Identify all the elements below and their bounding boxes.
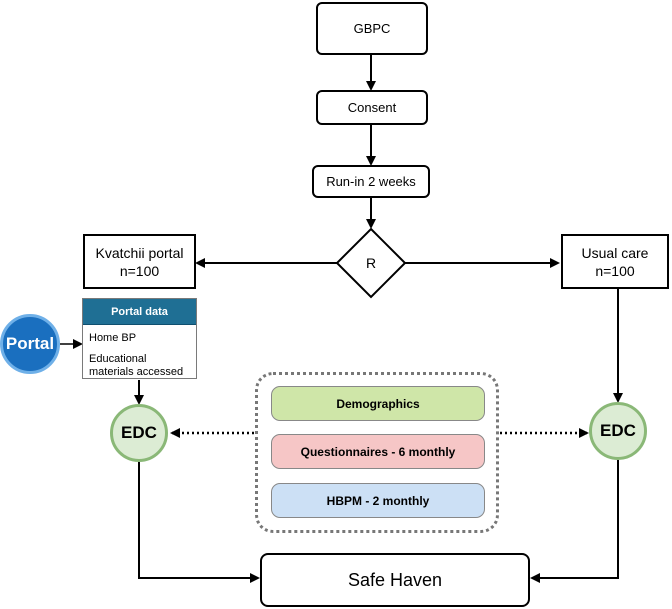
safe-haven-label: Safe Haven bbox=[347, 569, 443, 590]
consent-label: Consent bbox=[347, 100, 397, 115]
kvatchii-portal-box: Kvatchii portal n=100 bbox=[83, 234, 196, 289]
decision-diamond bbox=[335, 227, 407, 299]
portal-label: Portal bbox=[5, 334, 55, 353]
arrow-edc-left-safehaven bbox=[138, 462, 260, 583]
portal-data-panel: Portal data Home BP Educational material… bbox=[82, 298, 197, 379]
gbpc-label: GBPC bbox=[353, 21, 391, 36]
hbpm-label: HBPM - 2 monthly bbox=[326, 493, 430, 508]
edc-left: EDC bbox=[110, 404, 168, 462]
portal-circle: Portal bbox=[0, 314, 60, 374]
demographics-label: Demographics bbox=[336, 396, 420, 411]
randomisation-node: R bbox=[337, 229, 405, 297]
hbpm-pill: HBPM - 2 monthly bbox=[271, 483, 485, 518]
usual-care-n: n=100 bbox=[595, 262, 635, 279]
edc-right-label: EDC bbox=[600, 421, 636, 440]
questionnaires-label: Questionnaires - 6 monthly bbox=[300, 444, 456, 459]
run-in-label: Run-in 2 weeks bbox=[326, 174, 416, 189]
questionnaires-pill: Questionnaires - 6 monthly bbox=[271, 434, 485, 469]
kvatchii-portal-n: n=100 bbox=[119, 262, 160, 279]
portal-data-item-educational: Educational materials accessed bbox=[89, 353, 184, 378]
usual-care-label: Usual care bbox=[581, 244, 649, 261]
portal-data-item-home-bp: Home BP bbox=[89, 332, 137, 344]
kvatchii-portal-label: Kvatchii portal bbox=[95, 244, 184, 261]
safe-haven-box: Safe Haven bbox=[260, 553, 530, 607]
edc-left-label: EDC bbox=[121, 423, 157, 442]
edc-right: EDC bbox=[589, 402, 647, 460]
gbpc-box: GBPC bbox=[316, 2, 428, 55]
data-collection-group bbox=[255, 372, 499, 533]
usual-care-box: Usual care n=100 bbox=[561, 234, 669, 289]
portal-data-header: Portal data bbox=[83, 299, 196, 325]
demographics-pill: Demographics bbox=[271, 386, 485, 421]
arrow-edc-right-safehaven bbox=[530, 460, 619, 583]
randomisation-label: R bbox=[365, 255, 377, 271]
run-in-box: Run-in 2 weeks bbox=[312, 165, 430, 198]
consent-box: Consent bbox=[316, 90, 428, 125]
